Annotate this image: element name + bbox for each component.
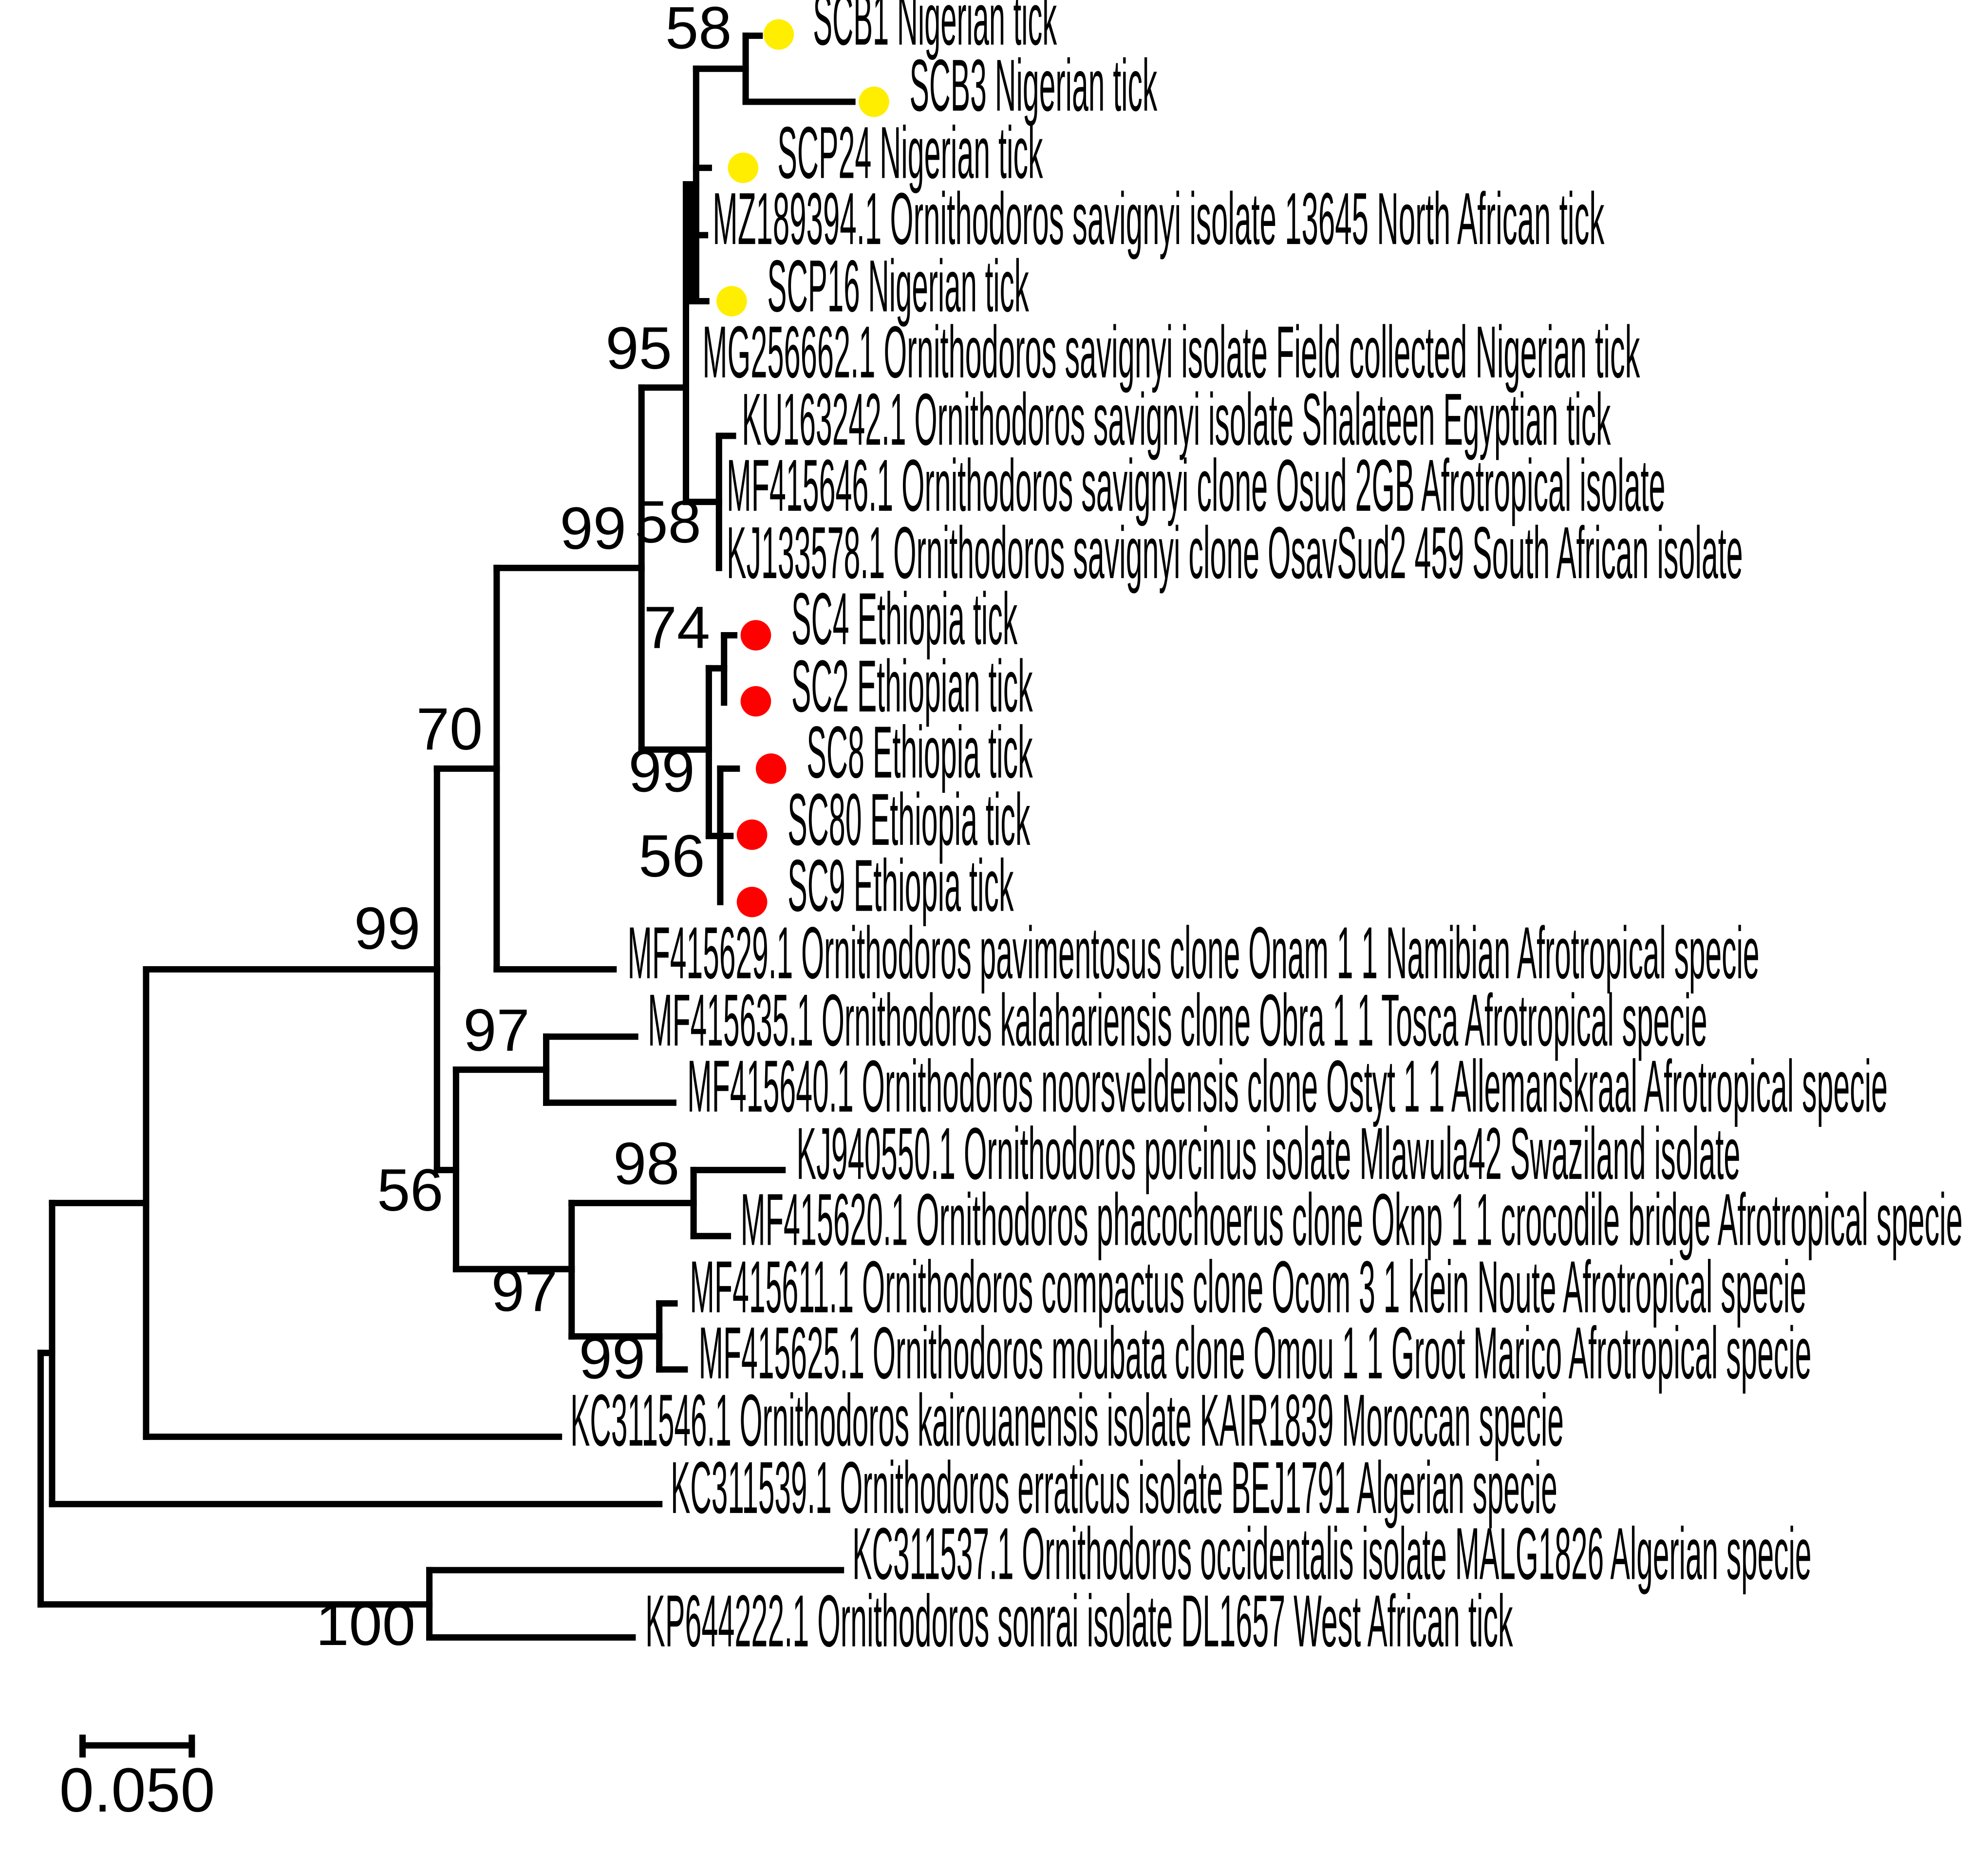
tree-branches	[37, 32, 856, 1641]
bootstrap-value: 99	[579, 1324, 645, 1391]
nigerian-tip-marker	[763, 19, 794, 50]
ethiopian-tip-marker	[755, 753, 787, 784]
ethiopian-tip-marker	[736, 886, 768, 917]
tip-label: KJ133578.1 Ornithodoros savignyi clone O…	[727, 512, 1743, 594]
tip-label: MF415611.1 Ornithodoros compactus clone …	[690, 1246, 1806, 1328]
tip-label: SC9 Ethiopia tick	[788, 845, 1013, 927]
bootstrap-value: 58	[635, 488, 701, 555]
scale-bar: 0.050	[59, 1734, 215, 1825]
bootstrap-value: 70	[416, 695, 483, 762]
tip-label: SCB3 Nigerian tick	[910, 44, 1158, 127]
bootstrap-value: 97	[491, 1257, 558, 1324]
bootstrap-value: 99	[628, 737, 694, 804]
tip-markers	[716, 19, 889, 917]
tip-label: KC311546.1 Ornithodoros kairouanensis is…	[570, 1380, 1564, 1462]
nigerian-tip-marker	[728, 152, 759, 183]
tip-label: SCP24 Nigerian tick	[777, 112, 1043, 194]
tip-label: MF415629.1 Ornithodoros pavimentosus clo…	[628, 912, 1760, 994]
tip-label: SCP16 Nigerian tick	[767, 245, 1029, 327]
tip-label: KC311539.1 Ornithodoros erraticus isolat…	[671, 1447, 1557, 1529]
tip-label: MG256662.1 Ornithodoros savignyi isolate…	[702, 311, 1640, 393]
tip-labels: SCB1 Nigerian tick SCB3 Nigerian tick SC…	[570, 0, 1963, 1663]
tip-label: SC4 Ethiopia tick	[791, 578, 1017, 660]
bootstrap-value: 99	[560, 495, 626, 561]
bootstrap-value: 100	[316, 1591, 415, 1658]
tip-label: MF415620.1 Ornithodoros phacochoerus clo…	[741, 1178, 1963, 1261]
ethiopian-tip-marker	[740, 686, 771, 717]
bootstrap-value: 97	[463, 996, 529, 1063]
bootstrap-value: 95	[605, 315, 672, 381]
bootstrap-value: 56	[638, 823, 705, 889]
bootstrap-value: 74	[644, 594, 710, 661]
ethiopian-tip-marker	[740, 620, 771, 651]
bootstrap-value: 58	[665, 0, 731, 61]
tip-label: MF415625.1 Ornithodoros moubata clone Om…	[699, 1312, 1812, 1394]
tip-label: MF415640.1 Ornithodoros noorsveldensis c…	[687, 1046, 1888, 1128]
bootstrap-value: 56	[377, 1157, 443, 1223]
tip-label: SC2 Ethiopian tick	[791, 645, 1033, 728]
tip-label: MF415646.1 Ornithodoros savignyi clone O…	[727, 445, 1666, 527]
tip-label: SC80 Ethiopia tick	[788, 779, 1030, 861]
nigerian-tip-marker	[716, 286, 747, 317]
tip-label: SC8 Ethiopia tick	[806, 711, 1032, 794]
tip-label: KP644222.1 Ornithodoros sonrai isolate D…	[645, 1580, 1513, 1663]
bootstrap-values: 58 95 58 99 74 99 56 70 99 97 56 98 97 9…	[316, 0, 731, 1658]
bootstrap-value: 98	[613, 1130, 679, 1197]
tip-label: SCB1 Nigerian tick	[813, 0, 1057, 61]
tip-label: KC311537.1 Ornithodoros occidentalis iso…	[852, 1513, 1811, 1595]
ethiopian-tip-marker	[736, 819, 768, 850]
tip-label: KU163242.1 Ornithodoros savignyi isolate…	[742, 378, 1611, 461]
scale-bar-label: 0.050	[59, 1756, 215, 1825]
tip-label: KJ940550.1 Ornithodoros porcinus isolate…	[796, 1113, 1740, 1195]
tip-label: MF415635.1 Ornithodoros kalahariensis cl…	[648, 979, 1707, 1062]
bootstrap-value: 99	[354, 895, 420, 962]
tip-label: MZ189394.1 Ornithodoros savignyi isolate…	[713, 178, 1604, 260]
nigerian-tip-marker	[859, 86, 889, 117]
